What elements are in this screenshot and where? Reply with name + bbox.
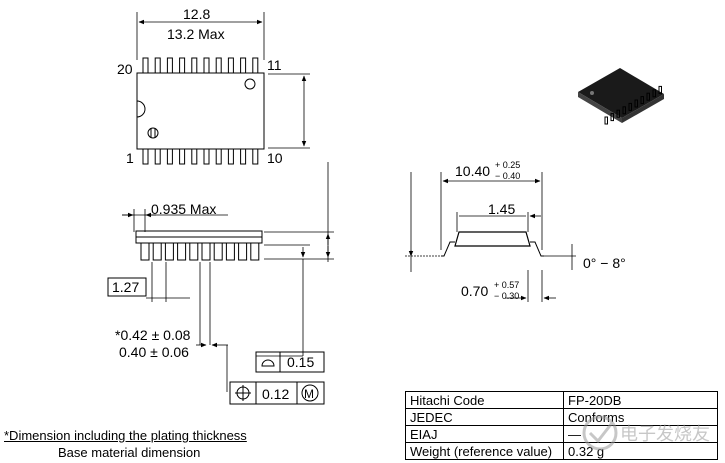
package-lead [634, 99, 638, 108]
top-lead [154, 57, 161, 74]
table-cell-label: JEDEC [405, 408, 564, 426]
watermark-text: 电子发烧友 [620, 424, 710, 444]
table-cell-label: Weight (reference value) [405, 442, 564, 460]
top-lead [179, 57, 186, 74]
foot-length-tol-minus: − 0.30 [494, 291, 519, 301]
width-nominal-label: 12.8 [183, 6, 210, 22]
top-lead [191, 57, 198, 74]
package-lead [622, 106, 626, 115]
pin-1-label: 1 [126, 150, 134, 166]
watermark-logo: 电子发烧友 [580, 408, 710, 463]
side-lead [140, 242, 150, 261]
standoff-max-label: 0.935 Max [151, 201, 216, 217]
pin1-notch [136, 100, 146, 118]
base-material-note: Base material dimension [58, 445, 201, 460]
lead-span-label: 1.45 [488, 201, 515, 217]
overall-width-tol-minus: − 0.40 [495, 171, 520, 181]
package-lead [658, 85, 662, 94]
top-view-body [136, 72, 265, 150]
top-lead [227, 57, 234, 74]
flatness-frame [255, 351, 325, 373]
position-modifier: M [304, 387, 314, 401]
bottom-lead [154, 148, 161, 165]
side-lead [238, 242, 248, 261]
side-lead [201, 242, 211, 261]
side-lead [164, 242, 174, 261]
package-3d-image [578, 68, 664, 125]
package-lead [646, 92, 650, 101]
end-view-body [454, 231, 531, 247]
side-view: 0.935 Max 1.27 *0.42 ± 0.08 0.40 ± 0.06 [107, 162, 334, 405]
pin1-mark [147, 127, 159, 139]
bottom-lead [252, 148, 259, 165]
package-lead [652, 89, 656, 98]
plating-note: *Dimension including the plating thickne… [4, 428, 247, 443]
top-lead [203, 57, 210, 74]
package-info-table: Hitachi Code FP-20DB JEDEC Conforms EIAJ… [405, 391, 718, 460]
pitch-box [107, 277, 147, 297]
top-lead [215, 57, 222, 74]
bottom-lead [166, 148, 173, 165]
position-frame [229, 381, 325, 405]
top-lead [252, 57, 259, 74]
foot-length-tol-plus: + 0.57 [494, 280, 519, 290]
table-cell-value: FP-20DB [563, 391, 718, 409]
table-cell-label: Hitachi Code [405, 391, 564, 409]
top-lead [166, 57, 173, 74]
bottom-lead [142, 148, 149, 165]
pin-20-label: 20 [117, 61, 133, 77]
top-lead [142, 57, 149, 74]
package-lead [616, 109, 620, 118]
table-row: Hitachi Code FP-20DB [405, 391, 718, 409]
lead-width-base-label: 0.40 ± 0.06 [119, 344, 189, 360]
package-lead [640, 96, 644, 105]
package-lead [604, 116, 608, 125]
table-cell-label: EIAJ [405, 425, 564, 443]
max-material-symbol-icon [301, 384, 319, 402]
side-view-leads [140, 242, 260, 261]
width-max-label: 13.2 Max [167, 26, 225, 42]
side-lead [250, 242, 260, 261]
pitch-label: 1.27 [112, 279, 139, 295]
side-lead [225, 242, 235, 261]
pin-11-label: 11 [267, 57, 282, 73]
overall-width-label: 10.40 [455, 163, 490, 179]
bottom-lead [179, 148, 186, 165]
top-lead [240, 57, 247, 74]
table-row: Weight (reference value) 0.32 g [405, 442, 718, 460]
index-mark [244, 78, 256, 90]
top-pin-row [142, 57, 259, 74]
foot-length-label: 0.70 [461, 283, 488, 299]
top-view: 12.8 13.2 Max 20 11 1 10 [117, 6, 310, 166]
overall-width-tol-plus: + 0.25 [495, 160, 520, 170]
end-view: 10.40 + 0.25 − 0.40 1.45 0° − 8° 0.70 + … [405, 160, 626, 302]
bottom-lead [240, 148, 247, 165]
flatness-value: 0.15 [287, 354, 314, 370]
bottom-lead [227, 148, 234, 165]
side-lead [177, 242, 187, 261]
side-lead [189, 242, 199, 261]
bottom-lead [203, 148, 210, 165]
bottom-lead [191, 148, 198, 165]
bottom-pin-row [142, 148, 259, 165]
side-lead [213, 242, 223, 261]
flatness-symbol-icon [261, 359, 275, 367]
angle-label: 0° − 8° [583, 255, 626, 271]
bottom-lead [215, 148, 222, 165]
side-lead [152, 242, 162, 261]
package-lead [628, 102, 632, 111]
package-lead [610, 113, 614, 122]
lead-width-plated-label: *0.42 ± 0.08 [115, 327, 191, 343]
pin-10-label: 10 [267, 150, 283, 166]
position-value: 0.12 [262, 386, 289, 402]
